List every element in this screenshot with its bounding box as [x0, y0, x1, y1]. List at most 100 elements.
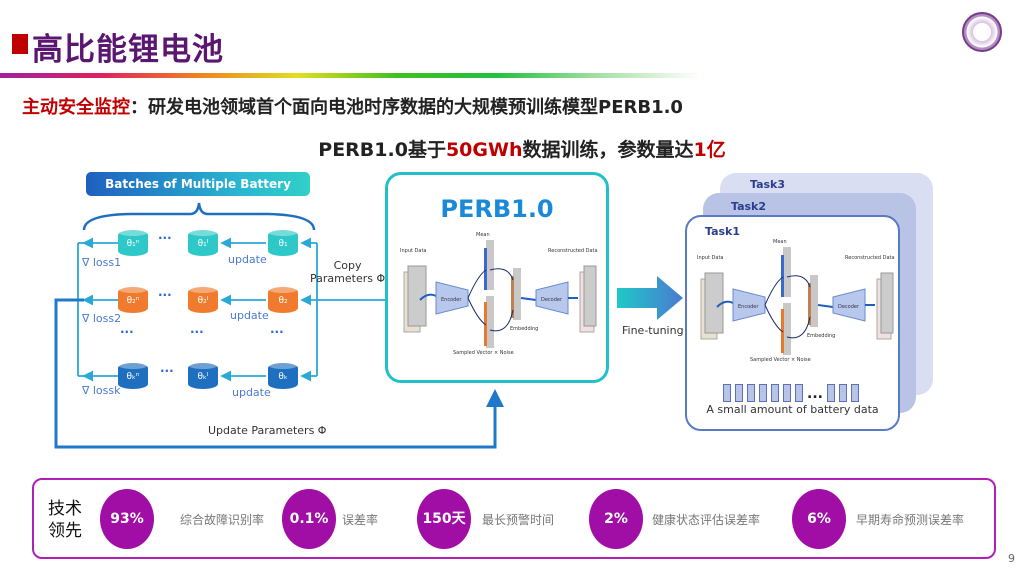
title-bullet	[12, 34, 28, 54]
parameter-cylinder: θ₁	[268, 228, 298, 256]
data-block	[850, 384, 859, 402]
diagram-shape	[407, 265, 427, 327]
diagram-shape	[783, 303, 791, 355]
stat-value-circle: 0.1%	[282, 489, 336, 549]
update-label: update	[230, 309, 269, 322]
encoder-shape	[732, 288, 766, 322]
stat-value-circle: 93%	[100, 489, 154, 549]
data-block	[747, 384, 755, 402]
reconstructed-data-block	[876, 272, 894, 340]
stat-value-circle: 6%	[792, 489, 846, 549]
update-parameters-label: Update Parameters Φ	[208, 424, 327, 437]
vae-diagram: Input Data Mean Reconstructed Data Encod…	[400, 232, 598, 355]
decoder-shape	[535, 281, 569, 315]
parameter-cylinder: θₖᴵ	[188, 361, 218, 389]
parameter-cylinder: θₖ	[268, 361, 298, 389]
input-data-label: Input Data	[697, 255, 723, 261]
diagram-shape	[764, 275, 811, 339]
battery-data-caption: A small amount of battery data	[706, 403, 879, 416]
diagram-shape	[704, 272, 724, 334]
diagram-shape	[486, 296, 494, 348]
diagram-shape	[880, 272, 894, 334]
ellipsis: ···	[158, 288, 172, 302]
embedding-label: Embedding	[807, 333, 835, 339]
task1-label: Task1	[705, 225, 741, 238]
perb-title: PERB1.0	[440, 195, 554, 223]
reconstructed-label: Reconstructed Data	[845, 255, 895, 261]
loss-label: ∇ loss2	[82, 312, 122, 325]
subtitle-text: ：研发电池领域首个面向电池时序数据的大规模预训练模型PERB1.0	[130, 97, 683, 118]
reconstructed-data-block	[579, 265, 597, 333]
mean-label: Mean	[476, 232, 490, 238]
stat-label: 健康状态评估误差率	[652, 513, 761, 527]
summary-line: PERB1.0基于50GWh数据训练，参数量达1亿	[0, 135, 1024, 162]
ellipsis: ···	[160, 364, 174, 378]
encoder-label: Encoder	[441, 297, 462, 303]
parameter-cylinder: θₖⁿ	[118, 361, 148, 389]
summary-c: 数据训练，参数量达	[522, 139, 694, 161]
mean-label: Mean	[773, 239, 787, 245]
encoder-label: Encoder	[738, 304, 759, 310]
task-card-1: Task1 Input Data Mean Reconstructed Data…	[685, 215, 900, 431]
left-diagram-connectors	[54, 202, 504, 449]
stats-lead: 技术领先	[48, 499, 82, 541]
university-logo	[962, 12, 1002, 52]
input-data-block	[700, 272, 724, 340]
parameter-cylinder: θ₂	[268, 285, 298, 313]
decoder-label: Decoder	[541, 297, 563, 303]
slide-title: 高比能锂电池	[32, 32, 224, 68]
decoder-label: Decoder	[838, 304, 860, 310]
stat-label: 误差率	[342, 513, 379, 527]
diagram-shape	[513, 268, 521, 320]
diagram-shape	[783, 247, 791, 297]
subtitle-highlight: 主动安全监控	[22, 97, 130, 118]
sampled-vector	[781, 309, 784, 353]
diagram-shape	[467, 268, 514, 332]
ellipsis: ···	[120, 325, 134, 339]
ellipsis: ···	[270, 325, 284, 339]
rainbow-divider	[0, 73, 700, 78]
diagram-shape	[520, 297, 537, 301]
decoder-shape	[832, 288, 866, 322]
data-block	[826, 384, 835, 402]
stat-label: 综合故障识别率	[180, 513, 265, 527]
update-label: update	[228, 253, 267, 266]
fine-tuning-label: Fine-tuning	[622, 324, 684, 337]
sampled-label: Sampled Vector × Noise	[453, 350, 514, 355]
stat-value-circle: 2%	[589, 489, 643, 549]
data-block	[838, 384, 847, 402]
diagram-shape	[486, 240, 494, 290]
ellipsis: ...	[807, 386, 823, 402]
battery-data-blocks: ...	[723, 382, 859, 402]
sampled-label: Sampled Vector × Noise	[750, 357, 811, 362]
loss-label: ∇ lossk	[82, 384, 121, 397]
task3-label: Task3	[750, 178, 786, 191]
input-data-label: Input Data	[400, 248, 426, 254]
parameter-cylinder: θ₁ⁿ	[118, 228, 148, 256]
data-block	[771, 384, 779, 402]
perb-model-box: PERB1.0 Input Data Mean Reconstructed Da…	[385, 172, 609, 383]
task2-label: Task2	[731, 200, 767, 213]
parameter-cylinder: θ₁ᴵ	[188, 228, 218, 256]
stat-value-circle: 150天	[417, 489, 471, 549]
data-block	[735, 384, 743, 402]
diagram-shape	[716, 300, 734, 308]
parameter-cylinder: θ₂ⁿ	[118, 285, 148, 313]
loss-label: ∇ loss1	[82, 256, 122, 269]
mean-vector	[781, 255, 784, 297]
reconstructed-label: Reconstructed Data	[548, 248, 598, 254]
subtitle: 主动安全监控：研发电池领域首个面向电池时序数据的大规模预训练模型PERB1.0	[22, 93, 683, 119]
brace	[82, 202, 316, 231]
mean-vector	[484, 248, 487, 290]
data-block	[783, 384, 791, 402]
embedding-vector	[808, 283, 811, 325]
vae-diagram: Input Data Mean Reconstructed Data Encod…	[697, 239, 895, 362]
update-feedback-line	[54, 298, 504, 449]
sampled-vector	[484, 302, 487, 346]
encoder-shape	[435, 281, 469, 315]
page-number: 9	[1008, 552, 1015, 565]
input-data-block	[403, 265, 427, 333]
embedding-vector	[511, 276, 514, 318]
data-block	[795, 384, 803, 402]
summary-a: PERB1.0基于	[318, 139, 446, 161]
